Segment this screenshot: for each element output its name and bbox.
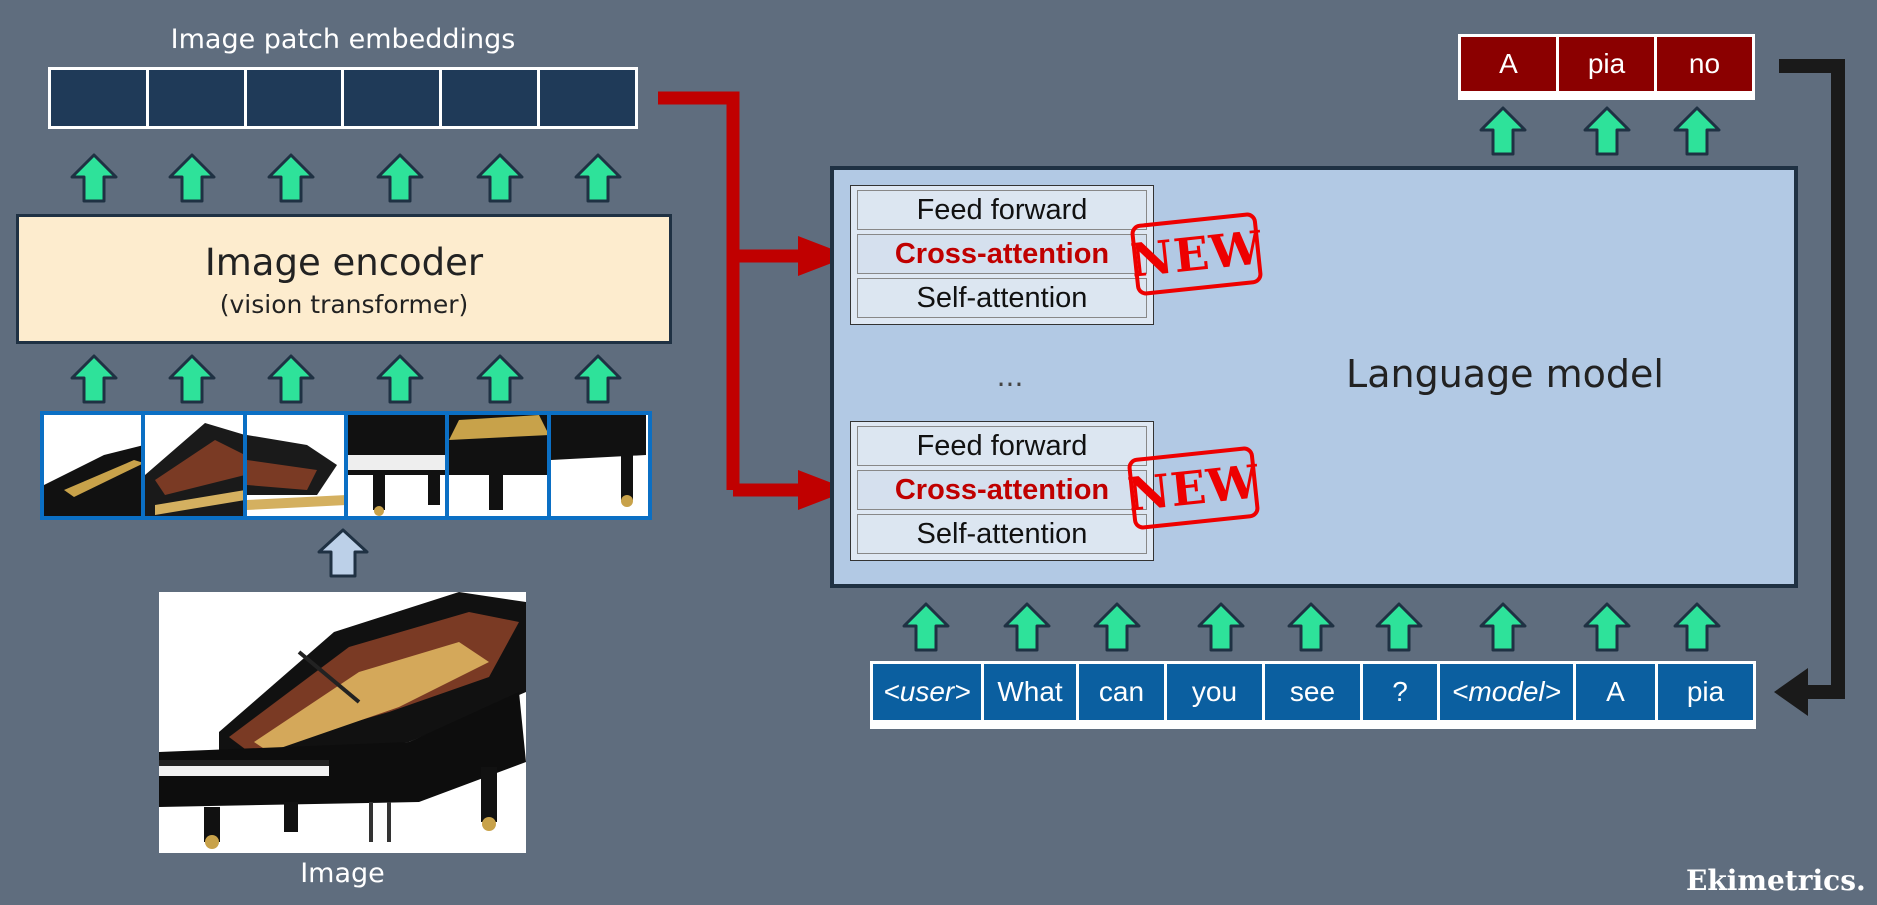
- feed-forward-layer: Feed forward: [857, 190, 1147, 230]
- output-token: A: [1461, 37, 1556, 91]
- language-model-title: Language model: [1346, 352, 1664, 396]
- brand-logo: Ekimetrics.: [1686, 864, 1866, 897]
- embedding-cell: [442, 70, 538, 126]
- self-attention-layer: Self-attention: [857, 278, 1147, 318]
- layer-ellipsis: ...: [996, 360, 1024, 393]
- encoder-title: Image encoder: [204, 241, 484, 284]
- embedding-cell: [51, 70, 146, 126]
- token-to-lm-arrows: [902, 602, 1721, 652]
- output-token: pia: [1559, 37, 1654, 91]
- feedback-arrow: [1774, 59, 1845, 716]
- encoder-to-embedding-arrows: [70, 153, 622, 203]
- input-token: ?: [1363, 664, 1437, 720]
- lm-to-output-arrows: [1479, 106, 1721, 156]
- embedding-cell: [540, 70, 635, 126]
- output-token-row: A pia no: [1458, 34, 1755, 100]
- embedding-cell: [148, 70, 244, 126]
- cross-attention-layer: Cross-attention: [857, 234, 1147, 274]
- new-stamp: NEW: [1128, 211, 1265, 297]
- embeddings-title: Image patch embeddings: [170, 24, 516, 55]
- self-attention-layer: Self-attention: [857, 514, 1147, 554]
- image-encoder-box: Image encoder (vision transformer): [16, 214, 672, 344]
- encoder-subtitle: (vision transformer): [219, 290, 469, 319]
- input-token: What: [984, 664, 1076, 720]
- image-patch: [449, 415, 547, 516]
- piano-image: [159, 592, 526, 853]
- cross-attention-feed-arrows: [658, 91, 850, 510]
- image-patch: [44, 415, 142, 516]
- new-stamp: NEW: [1125, 445, 1262, 531]
- input-token: pia: [1658, 664, 1753, 720]
- output-token: no: [1657, 37, 1752, 91]
- input-token: can: [1079, 664, 1164, 720]
- decoder-block: Feed forward Cross-attention Self-attent…: [850, 185, 1154, 325]
- image-patch: [550, 415, 648, 516]
- input-token-row: <user> What can you see ? <model> A pia: [870, 661, 1756, 729]
- image-patch: [347, 415, 446, 516]
- input-token: see: [1265, 664, 1360, 720]
- input-token: you: [1167, 664, 1262, 720]
- image-patch: [246, 415, 344, 516]
- image-patches-row: [40, 411, 652, 520]
- embedding-cell: [246, 70, 342, 126]
- decoder-block: Feed forward Cross-attention Self-attent…: [850, 421, 1154, 561]
- feed-forward-layer: Feed forward: [857, 426, 1147, 466]
- patch-to-encoder-arrows: [70, 354, 622, 404]
- input-token: <user>: [873, 664, 981, 720]
- embedding-cell: [344, 70, 440, 126]
- image-patch: [145, 415, 243, 516]
- input-token: A: [1576, 664, 1655, 720]
- cross-attention-layer: Cross-attention: [857, 470, 1147, 510]
- embedding-row: [48, 67, 638, 129]
- input-token: <model>: [1440, 664, 1573, 720]
- image-to-patches-arrow: [317, 528, 369, 578]
- image-caption: Image: [300, 858, 385, 889]
